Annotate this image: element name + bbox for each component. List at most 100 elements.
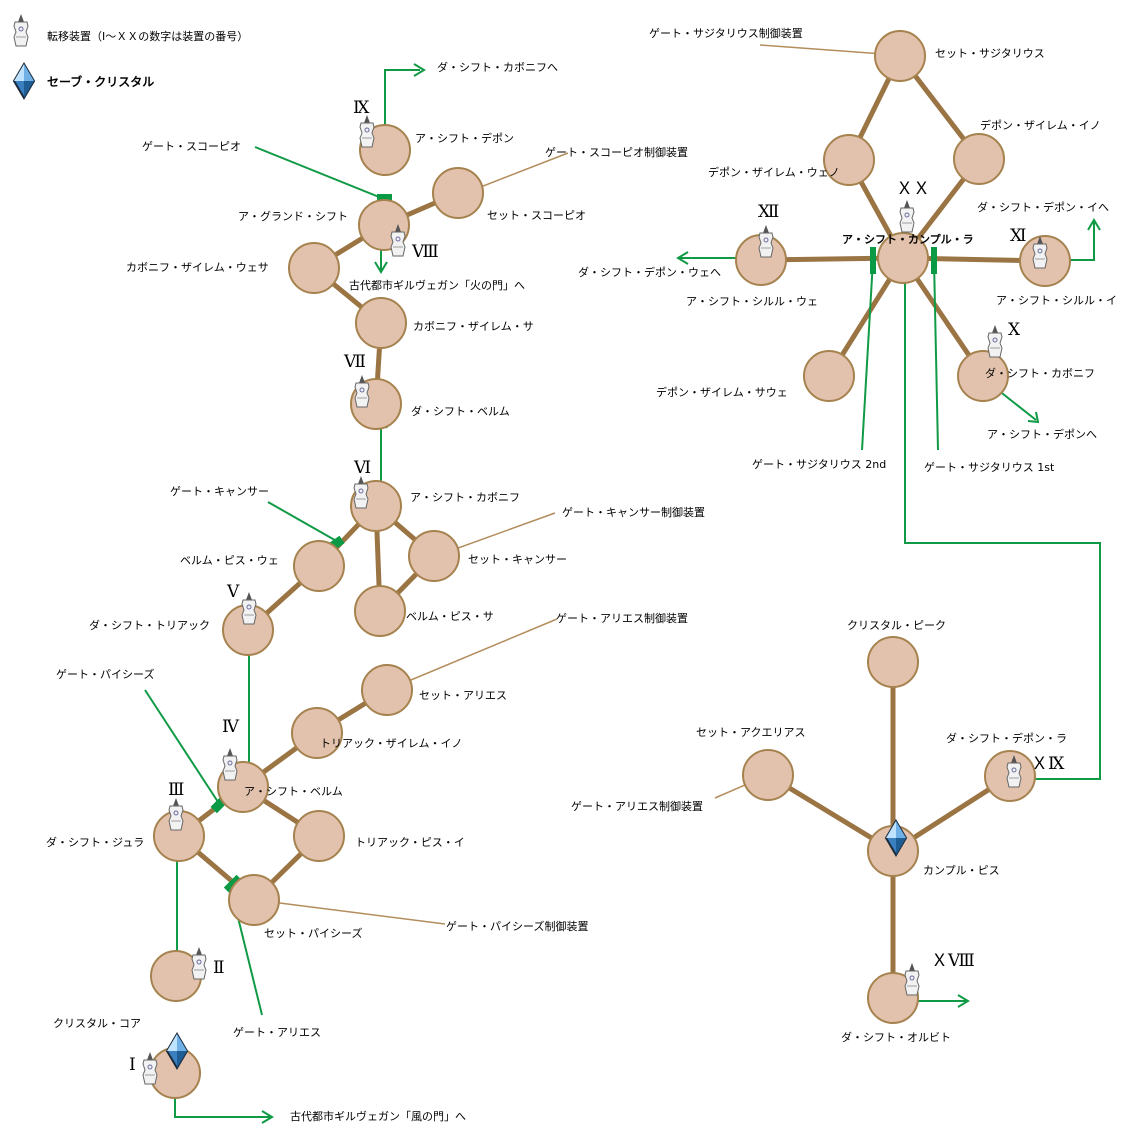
save-crystal-icon: [13, 63, 35, 99]
node-label: ア・シフト・ベルム: [244, 785, 343, 798]
node-label: ダ・シフト・トリアック: [89, 618, 210, 632]
node-set-aquarius: [742, 749, 794, 801]
node-kaboniff-zairem-sa: [355, 297, 407, 349]
node-da-shift-kaboniff: [957, 350, 1009, 402]
node-triak-zairem-ino: [291, 707, 343, 759]
node-label: トリアック・ピス・イ: [355, 836, 465, 849]
node-set-sagittarius: [874, 30, 926, 82]
gate-label: ゲート・キャンサー制御装置: [562, 505, 705, 519]
node-label: カボニフ・ザイレム・ウェサ: [126, 261, 269, 274]
legend-teleporter-label: 転移装置（Ⅰ～ＸＸの数字は装置の番号）: [47, 29, 248, 43]
node-label: ベルム・ピス・サ: [406, 610, 494, 623]
node-label: カボニフ・ザイレム・サ: [413, 320, 534, 333]
gate-label: ゲート・サジタリウス 2nd: [752, 458, 886, 471]
node-depon-zairem-ino: [953, 133, 1005, 185]
gate-label: ゲート・スコーピオ制御装置: [545, 145, 688, 159]
node-label: トリアック・ザイレム・イノ: [320, 737, 463, 750]
node-label: ダ・シフト・デポン・ラ: [946, 731, 1067, 745]
teleporter-icon: [904, 962, 920, 996]
svg-text:ＸＸ: ＸＸ: [896, 179, 930, 199]
node-label: ダ・シフト・カボニフ: [985, 366, 1095, 380]
exit-label: ア・シフト・デポンへ: [987, 427, 1097, 441]
teleporter-numbers: Ⅸ Ⅷ Ⅶ Ⅵ Ⅴ Ⅳ Ⅲ Ⅱ Ⅰ ＸＸ Ⅻ Ⅺ Ⅹ ＸⅨ ＸⅧ: [129, 98, 1065, 1075]
node-a-shift-kanpul-ra: [877, 232, 929, 284]
gate-label: ゲート・サジタリウス制御装置: [649, 26, 803, 40]
gate-labels: ゲート・スコーピオ ゲート・スコーピオ制御装置 ゲート・キャンサー ゲート・キャ…: [56, 26, 1055, 1039]
node-bellum-pis-sa: [354, 585, 406, 637]
teleporter-icon: [353, 475, 369, 509]
svg-text:Ⅻ: Ⅻ: [758, 202, 779, 222]
node-bellum-pis-we: [293, 540, 345, 592]
node-label: ア・シフト・シルル・ウェ: [686, 295, 818, 308]
exit-label: ダ・シフト・カボニフへ: [437, 60, 558, 74]
node-set-scorpio: [432, 167, 484, 219]
teleporter-icon: [899, 199, 915, 233]
node-set-aries: [361, 664, 413, 716]
exit-label: ダ・シフト・デポン・イへ: [977, 200, 1109, 214]
node-label: ア・シフト・カボニフ: [410, 491, 520, 504]
teleporter-icon: [241, 591, 257, 625]
node-label: ダ・シフト・ベルム: [411, 404, 510, 418]
svg-text:Ⅺ: Ⅺ: [1010, 226, 1026, 246]
node-depon-zairem-sawe: [803, 350, 855, 402]
node-label: デポン・ザイレム・ウェノ: [708, 165, 840, 179]
teleporter-icon: [191, 946, 207, 980]
node-triak-pis-i: [293, 810, 345, 862]
svg-text:Ⅲ: Ⅲ: [168, 780, 184, 800]
node-label: セット・キャンサー: [468, 553, 567, 566]
node-label: ア・シフト・シルル・イ: [996, 294, 1117, 307]
teleporter-icon: [222, 747, 238, 781]
teleporter-icon: [168, 797, 184, 831]
node-label: セット・スコーピオ: [487, 209, 586, 222]
svg-text:ＸⅨ: ＸⅨ: [1031, 754, 1065, 774]
svg-text:Ⅹ: Ⅹ: [1008, 320, 1021, 340]
svg-text:ＸⅧ: ＸⅧ: [931, 951, 975, 971]
node-label: デポン・ザイレム・サウェ: [656, 385, 788, 399]
teleporter-icon: [359, 114, 375, 148]
svg-text:Ⅱ: Ⅱ: [213, 958, 225, 978]
svg-text:Ⅵ: Ⅵ: [353, 458, 371, 478]
svg-text:Ⅷ: Ⅷ: [411, 242, 439, 262]
gate-label: ゲート・スコーピオ: [142, 140, 241, 153]
legend-crystal-label: セーブ・クリスタル: [47, 74, 154, 89]
exit-labels: ダ・シフト・カボニフへ 古代都市ギルヴェガン「火の門」へ 古代都市ギルヴェガン「…: [290, 60, 1109, 1123]
gate-label: ゲート・キャンサー: [170, 485, 269, 498]
node-label: ア・シフト・カンプル・ラ: [842, 232, 974, 246]
gate-label: ゲート・サジタリウス 1st: [924, 461, 1055, 474]
node-set-cancer: [408, 530, 460, 582]
node-label: セット・パイシーズ: [264, 926, 362, 940]
node-label: ベルム・ピス・ウェ: [180, 554, 279, 567]
node-label: デポン・ザイレム・イノ: [980, 118, 1101, 132]
node-label: クリスタル・ピーク: [847, 619, 946, 632]
svg-text:Ⅳ: Ⅳ: [222, 717, 240, 737]
node-label: セット・アリエス: [419, 689, 507, 702]
exit-label: ダ・シフト・デポン・ウェへ: [578, 265, 721, 279]
teleporter-icon: [13, 13, 29, 47]
node-label: ア・シフト・デポン: [415, 131, 514, 145]
exit-label: 古代都市ギルヴェガン「火の門」へ: [349, 278, 525, 292]
svg-text:Ⅴ: Ⅴ: [226, 582, 240, 602]
gate-label: ゲート・アリエス: [233, 1026, 321, 1039]
node-label: セット・アクエリアス: [696, 726, 805, 739]
svg-text:Ⅰ: Ⅰ: [129, 1055, 136, 1075]
gate-label: ゲート・パイシーズ制御装置: [446, 919, 588, 933]
teleporter-icon: [987, 324, 1003, 358]
node-crystal-peak: [867, 636, 919, 688]
node-kaboniff-zairem-wesa: [288, 242, 340, 294]
gate-label: ゲート・パイシーズ: [56, 667, 154, 681]
legend: 転移装置（Ⅰ～ＸＸの数字は装置の番号） セーブ・クリスタル: [47, 29, 248, 89]
node-set-pisces: [228, 874, 280, 926]
node-labels: ア・シフト・デポン セット・スコーピオ ア・グランド・シフト カボニフ・ザイレム…: [46, 47, 1117, 1044]
node-depon-zairem-weno: [823, 134, 875, 186]
gate-label: ゲート・アリエス制御装置: [556, 611, 688, 625]
exit-label: 古代都市ギルヴェガン「風の門」へ: [290, 1109, 466, 1123]
gate-label: ゲート・アリエス制御装置: [571, 799, 703, 813]
node-label: クリスタル・コア: [53, 1017, 141, 1030]
node-label: セット・サジタリウス: [935, 47, 1045, 60]
svg-text:Ⅸ: Ⅸ: [353, 98, 370, 118]
teleporter-icon: [758, 224, 774, 258]
node-label: ダ・シフト・オルビト: [841, 1030, 951, 1044]
node-label: カンプル・ピス: [923, 864, 1000, 877]
node-label: ダ・シフト・ジュラ: [46, 835, 144, 849]
